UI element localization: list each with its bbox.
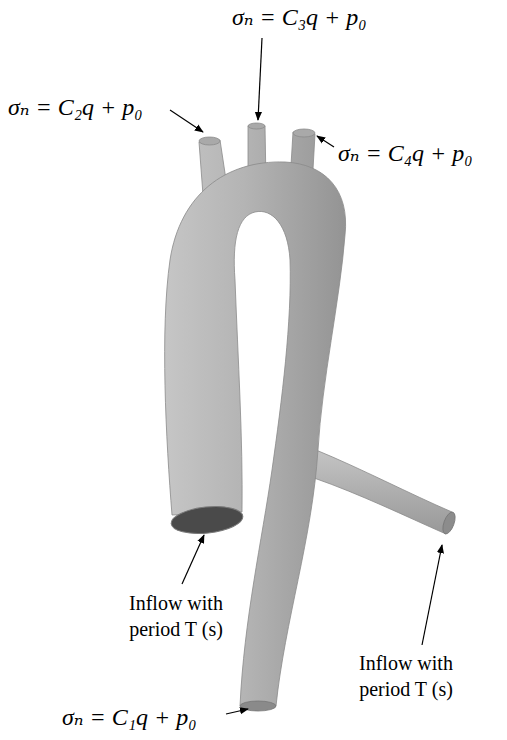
inflow-label: Inflow with period T (s) <box>110 590 242 642</box>
renal-branch <box>314 450 458 536</box>
boundary-condition-label: σₙ = C₁q + p₀ <box>62 704 197 732</box>
aortic-root-opening <box>170 503 244 536</box>
boundary-condition-label: σₙ = C₃q + p₀ <box>232 4 367 32</box>
boundary-condition-label: σₙ = C₄q + p₀ <box>338 140 473 168</box>
inflow-label: Inflow with period T (s) <box>340 650 472 702</box>
boundary-condition-label: σₙ = C₂q + p₀ <box>8 94 143 122</box>
